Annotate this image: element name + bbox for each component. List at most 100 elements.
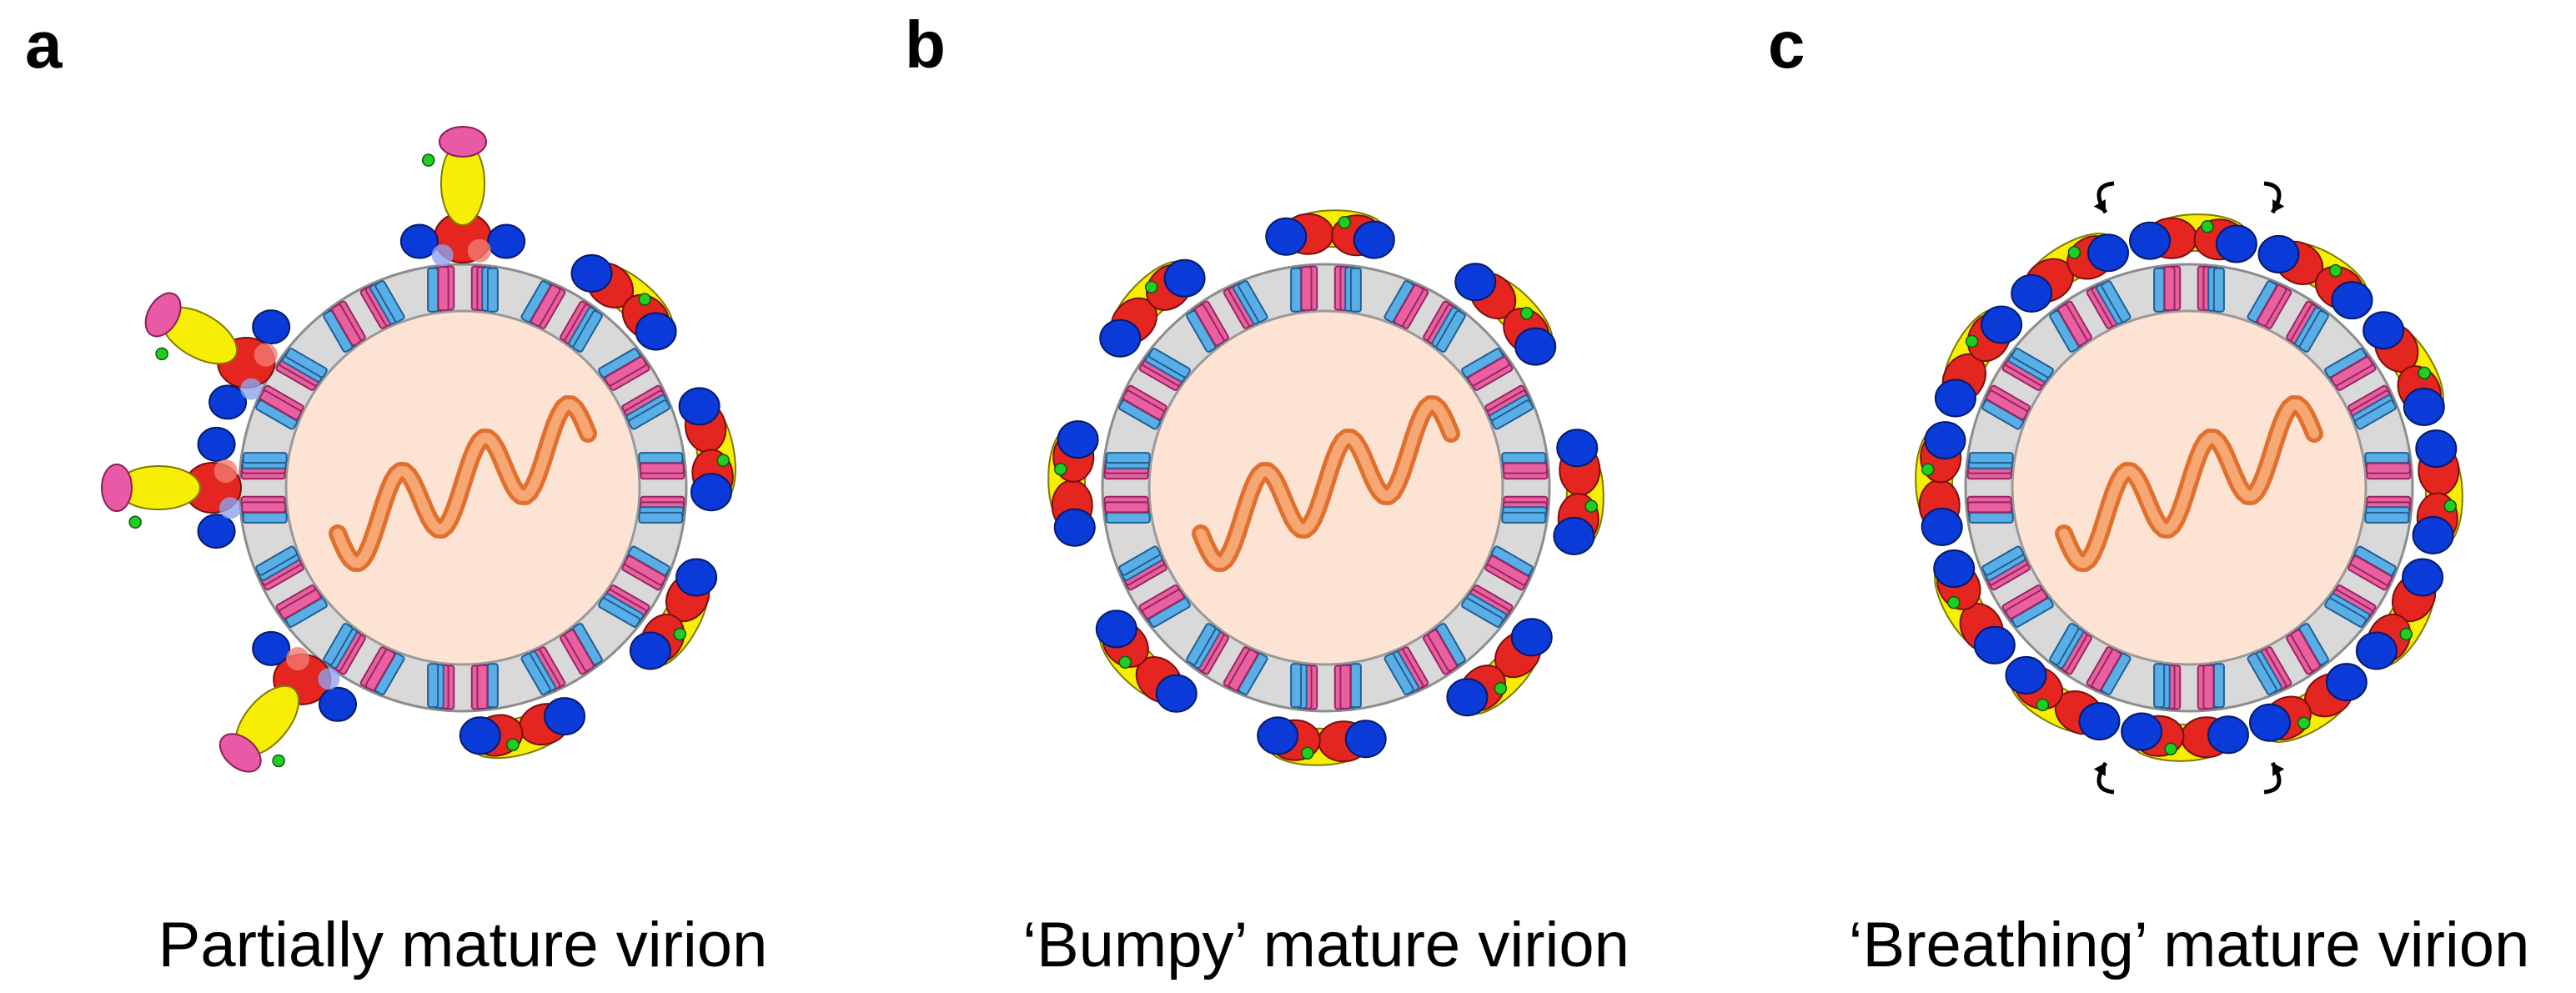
envelope-tm-helix [241, 501, 287, 514]
membrane-protein [1968, 452, 2014, 464]
envelope-tm-helix [2057, 303, 2088, 347]
membrane-protein [1118, 545, 1161, 576]
membrane-protein [1981, 545, 2024, 576]
membrane-protein [572, 310, 603, 353]
e-domain-iii [2207, 715, 2249, 755]
membrane-protein [427, 267, 439, 313]
immature-domain-faded [219, 497, 242, 519]
membrane-protein [1148, 348, 1191, 379]
membrane-protein [2354, 399, 2397, 430]
pr-peptide [439, 126, 487, 158]
pr-peptide [218, 733, 262, 773]
glycan [155, 347, 168, 361]
membrane-protein [1238, 280, 1268, 323]
e-domain-iii [544, 697, 586, 736]
envelope-tm-helix [564, 629, 595, 672]
e-domain-iii [2403, 387, 2445, 426]
envelope-tm-helix [1122, 389, 1165, 420]
envelope-tm-helix [1228, 649, 1258, 691]
e-domain-iii [1556, 429, 1599, 468]
virion-bumpy [1047, 209, 1604, 766]
membrane-protein [638, 511, 684, 524]
panel-letter-c: c [1768, 8, 1805, 82]
envelope-tm-helix [259, 389, 302, 420]
glycan [1921, 463, 1935, 476]
e-domain-iii [459, 716, 501, 755]
immature-domain-faded [213, 459, 238, 484]
glycan [716, 454, 731, 467]
glycan [1338, 216, 1352, 229]
e-domain-iii [1921, 507, 1963, 546]
envelope-tm-helix [1339, 664, 1352, 710]
glycan [272, 754, 285, 768]
glycan [2036, 698, 2050, 712]
membrane-protein [2153, 267, 2166, 313]
membrane-protein [2049, 623, 2080, 665]
glycan [1947, 595, 1961, 609]
envelope-tm-helix [2365, 462, 2411, 474]
e-domain-iii [1446, 678, 1489, 717]
envelope-tm-helix [1487, 555, 1529, 586]
e-domain-iii [2415, 429, 2458, 469]
membrane-protein [1349, 663, 1362, 709]
e-domain-iii [635, 312, 677, 351]
envelope-tm-helix [2350, 555, 2393, 586]
membrane-protein [2364, 511, 2410, 524]
breathing-arrowhead [2272, 763, 2285, 776]
membrane-protein [2011, 348, 2054, 379]
glycan [1965, 334, 1979, 349]
e-domain-iii [1934, 379, 1976, 418]
membrane-protein [2212, 267, 2225, 313]
envelope-tm-helix [1142, 589, 1185, 619]
envelope-tm-helix [639, 462, 685, 474]
e-domain-iii [399, 223, 439, 259]
e-domain-iii [197, 514, 236, 549]
panel-letter-b: b [905, 8, 946, 82]
envelope-tm-helix [1986, 389, 2028, 420]
envelope-tm-helix [2091, 649, 2122, 691]
glycan [1520, 306, 1534, 320]
envelope-tm-helix [1300, 266, 1313, 312]
envelope-tm-helix [2257, 284, 2287, 327]
membrane-protein [1383, 653, 1414, 695]
e-domain-iii [629, 631, 671, 670]
rna-genome [333, 399, 593, 568]
membrane-protein [1105, 452, 1151, 464]
envelope-tm-helix [2163, 266, 2176, 312]
rna-genome [1196, 399, 1456, 568]
e-domain-iii [2402, 558, 2444, 597]
membrane-protein [1105, 511, 1151, 524]
e-domain-iii [1933, 549, 1976, 589]
membrane-protein [323, 623, 354, 665]
e-domain-iii [1553, 516, 1595, 555]
pr-peptide [101, 464, 133, 512]
e-domain-iii [319, 686, 357, 722]
envelope-tm-helix [624, 555, 666, 586]
e-domain-iii [1981, 305, 2023, 344]
e-domain-iii [2331, 281, 2373, 320]
membrane-protein [1349, 267, 1362, 313]
membrane-protein [1501, 452, 1547, 464]
membrane-protein [638, 452, 684, 464]
e-domain-iii [2215, 224, 2257, 263]
e-domain-iii [678, 387, 721, 426]
e-domain-iii [2412, 515, 2454, 554]
e-domain-iii [1924, 421, 1966, 460]
envelope-tm-helix [1393, 284, 1424, 327]
e-domain-iii [2011, 273, 2053, 313]
e-domain-iii [1510, 618, 1553, 657]
envelope-tm-helix [1967, 501, 2013, 514]
immature-domain-faded [318, 668, 340, 690]
e-domain-iii [1514, 327, 1557, 366]
e-domain-iii [197, 426, 236, 462]
e-domain-iii [208, 384, 248, 420]
membrane-protein [1435, 310, 1466, 353]
envelope-tm-helix [2005, 589, 2048, 619]
envelope-tm-helix [364, 649, 395, 691]
membrane-protein [628, 399, 670, 430]
breathing-arrowhead [2093, 199, 2106, 213]
envelope-tm-helix [2290, 629, 2321, 672]
membrane-protein [285, 348, 328, 379]
panel-letter-a: a [25, 8, 63, 82]
membrane-protein [2212, 663, 2225, 709]
